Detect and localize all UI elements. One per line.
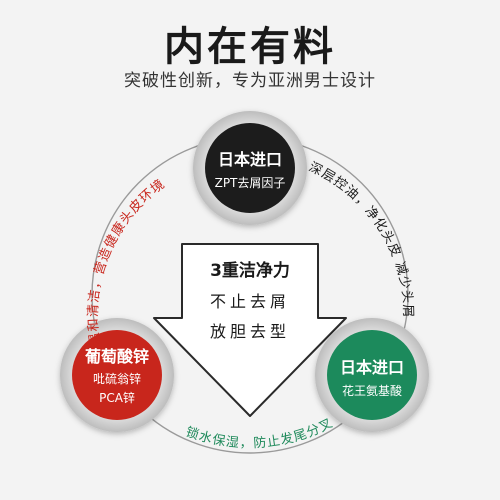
page-title: 内在有料 xyxy=(164,24,336,70)
node-left-line1: 葡萄酸锌 xyxy=(84,347,149,366)
node-left-line2: 吡硫翁锌 xyxy=(92,372,141,386)
node-right-line2: 花王氨基酸 xyxy=(341,384,402,398)
center-line1: 3重洁净力 xyxy=(210,261,290,281)
node-right-line1: 日本进口 xyxy=(339,358,404,377)
down-arrow-icon xyxy=(153,243,347,417)
node-top-line2: ZPT去屑因子 xyxy=(214,176,286,190)
node-top-disc xyxy=(205,123,295,213)
node-left-label: 葡萄酸锌 吡硫翁锌 PCA锌 xyxy=(62,343,172,406)
arc-label-right: 深层控油，净化头皮 减少头屑 xyxy=(306,160,415,319)
node-top-line1: 日本进口 xyxy=(217,150,282,169)
node-right xyxy=(315,318,429,432)
center-line3: 放胆去型 xyxy=(209,322,290,341)
center-label: 3重洁净力 不止去屑 放胆去型 xyxy=(193,256,307,342)
node-right-label: 日本进口 花王氨基酸 xyxy=(317,354,427,399)
node-left xyxy=(60,318,174,432)
node-left-disc xyxy=(72,330,162,420)
node-right-disc xyxy=(327,330,417,420)
page-subtitle: 突破性创新，专为亚洲男士设计 xyxy=(124,71,376,91)
node-top-label: 日本进口 ZPT去屑因子 xyxy=(195,146,305,191)
node-left-line3: PCA锌 xyxy=(99,391,135,405)
arc-label-bottom-text: 锁水保湿，防止发尾分叉 xyxy=(184,416,335,452)
center-line2: 不止去屑 xyxy=(209,292,290,311)
arc-label-bottom: 锁水保湿，防止发尾分叉 xyxy=(184,416,336,452)
node-top xyxy=(193,111,307,225)
arc-label-right-text: 深层控油，净化头皮 减少头屑 xyxy=(306,160,414,319)
